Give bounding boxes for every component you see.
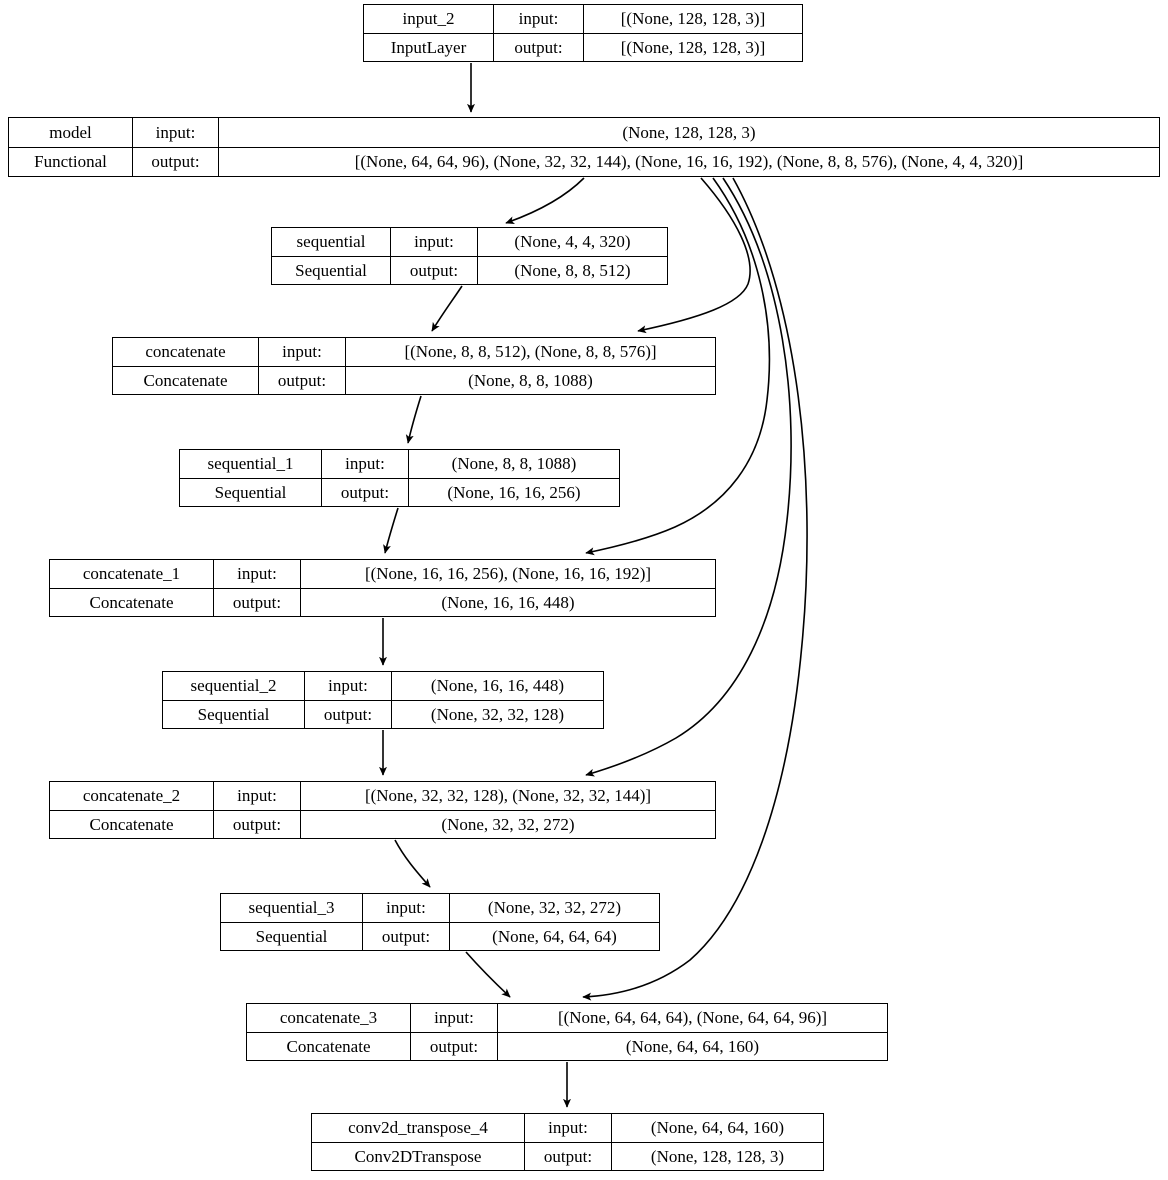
node-sequential-name: sequential xyxy=(272,228,391,256)
node-sequential_2-name: sequential_2 xyxy=(163,672,305,700)
node-sequential_1-name: sequential_1 xyxy=(180,450,322,478)
edge-sequential-concatenate xyxy=(431,285,463,332)
node-concatenate_3-output-shape: (None, 64, 64, 160) xyxy=(625,1036,760,1056)
node-model-input-label: input: xyxy=(133,118,219,147)
node-concatenate-input-label: input: xyxy=(259,338,346,366)
node-conv2d_transpose_4[interactable]: conv2d_transpose_4 input: (None, 64, 64,… xyxy=(311,1113,824,1171)
node-input_2[interactable]: input_2 input: [(None, 128, 128, 3)] Inp… xyxy=(363,4,803,62)
node-input_2-input-label: input: xyxy=(494,5,584,33)
node-sequential_2-output-shape: (None, 32, 32, 128) xyxy=(430,704,565,724)
node-sequential_2[interactable]: sequential_2 input: (None, 16, 16, 448) … xyxy=(162,671,604,729)
node-sequential_2-output-label: output: xyxy=(305,700,392,728)
node-sequential_3-name: sequential_3 xyxy=(221,894,363,922)
node-sequential-input-label: input: xyxy=(391,228,478,256)
node-sequential-output-label: output: xyxy=(391,256,478,284)
node-sequential_3-output-shape: (None, 64, 64, 64) xyxy=(492,926,617,946)
node-sequential_3-input-shape: (None, 32, 32, 272) xyxy=(487,898,622,918)
node-conv2d_transpose_4-input-shape: (None, 64, 64, 160) xyxy=(650,1118,785,1138)
node-sequential_3-input-label: input: xyxy=(363,894,450,922)
node-concatenate_2-output-shape: (None, 32, 32, 272) xyxy=(441,814,575,834)
node-input_2-output-shape: [(None, 128, 128, 3)] xyxy=(620,37,766,57)
node-sequential_1-input-shape: (None, 8, 8, 1088) xyxy=(451,454,577,474)
node-conv2d_transpose_4-class: Conv2DTranspose xyxy=(312,1142,525,1170)
node-concatenate-class: Concatenate xyxy=(113,366,259,394)
node-model-output-shape: [(None, 64, 64, 96), (None, 32, 32, 144)… xyxy=(354,152,1024,172)
node-concatenate-output-label: output: xyxy=(259,366,346,394)
node-sequential_1-input-label: input: xyxy=(322,450,409,478)
node-concatenate[interactable]: concatenate input: [(None, 8, 8, 512), (… xyxy=(112,337,716,395)
node-concatenate-input-shape: [(None, 8, 8, 512), (None, 8, 8, 576)] xyxy=(404,342,657,362)
node-concatenate_3-input-shape: [(None, 64, 64, 64), (None, 64, 64, 96)] xyxy=(557,1008,828,1028)
node-concatenate_3-class: Concatenate xyxy=(247,1032,411,1060)
node-concatenate-name: concatenate xyxy=(113,338,259,366)
edge-concatenate-sequential_1 xyxy=(405,395,422,444)
node-concatenate_1[interactable]: concatenate_1 input: [(None, 16, 16, 256… xyxy=(49,559,716,617)
node-sequential_1[interactable]: sequential_1 input: (None, 8, 8, 1088) S… xyxy=(179,449,620,507)
node-concatenate_2-input-shape: [(None, 32, 32, 128), (None, 32, 32, 144… xyxy=(364,786,652,806)
node-input_2-name: input_2 xyxy=(364,5,494,33)
node-concatenate-output-shape: (None, 8, 8, 1088) xyxy=(468,370,593,390)
node-sequential_1-output-shape: (None, 16, 16, 256) xyxy=(447,482,581,502)
edge-model-sequential xyxy=(505,177,585,225)
node-concatenate_1-name: concatenate_1 xyxy=(50,560,214,588)
node-input_2-output-label: output: xyxy=(494,33,584,61)
node-concatenate_2-input-label: input: xyxy=(214,782,301,810)
node-sequential_3-output-label: output: xyxy=(363,922,450,950)
node-conv2d_transpose_4-output-shape: (None, 128, 128, 3) xyxy=(650,1146,785,1166)
node-input_2-input-shape: [(None, 128, 128, 3)] xyxy=(620,9,766,29)
node-concatenate_3-input-label: input: xyxy=(411,1004,498,1032)
node-conv2d_transpose_4-output-label: output: xyxy=(525,1142,612,1170)
node-concatenate_1-class: Concatenate xyxy=(50,588,214,616)
edge-concatenate_2-sequential_3 xyxy=(394,839,431,888)
node-sequential-input-shape: (None, 4, 4, 320) xyxy=(514,232,631,252)
node-sequential-class: Sequential xyxy=(272,256,391,284)
node-model[interactable]: model input: (None, 128, 128, 3) Functio… xyxy=(8,117,1160,177)
node-sequential_3-class: Sequential xyxy=(221,922,363,950)
node-concatenate_1-input-label: input: xyxy=(214,560,301,588)
node-conv2d_transpose_4-name: conv2d_transpose_4 xyxy=(312,1114,525,1142)
node-concatenate_3-output-label: output: xyxy=(411,1032,498,1060)
node-concatenate_2[interactable]: concatenate_2 input: [(None, 32, 32, 128… xyxy=(49,781,716,839)
node-conv2d_transpose_4-input-label: input: xyxy=(525,1114,612,1142)
edge-sequential_3-concatenate_3 xyxy=(465,951,511,998)
node-model-input-shape: (None, 128, 128, 3) xyxy=(622,122,756,142)
node-sequential_3[interactable]: sequential_3 input: (None, 32, 32, 272) … xyxy=(220,893,660,951)
node-model-class: Functional xyxy=(9,147,133,176)
node-concatenate_2-output-label: output: xyxy=(214,810,301,838)
node-concatenate_2-class: Concatenate xyxy=(50,810,214,838)
node-concatenate_3[interactable]: concatenate_3 input: [(None, 64, 64, 64)… xyxy=(246,1003,888,1061)
node-model-name: model xyxy=(9,118,133,147)
node-sequential[interactable]: sequential input: (None, 4, 4, 320) Sequ… xyxy=(271,227,668,285)
node-concatenate_3-name: concatenate_3 xyxy=(247,1004,411,1032)
node-concatenate_2-name: concatenate_2 xyxy=(50,782,214,810)
node-model-output-label: output: xyxy=(133,147,219,176)
node-sequential_2-class: Sequential xyxy=(163,700,305,728)
node-sequential-output-shape: (None, 8, 8, 512) xyxy=(514,260,631,280)
node-sequential_1-class: Sequential xyxy=(180,478,322,506)
node-concatenate_1-output-label: output: xyxy=(214,588,301,616)
node-input_2-class: InputLayer xyxy=(364,33,494,61)
node-sequential_2-input-shape: (None, 16, 16, 448) xyxy=(430,676,565,696)
node-concatenate_1-input-shape: [(None, 16, 16, 256), (None, 16, 16, 192… xyxy=(364,564,652,584)
node-sequential_1-output-label: output: xyxy=(322,478,409,506)
node-concatenate_1-output-shape: (None, 16, 16, 448) xyxy=(441,592,575,612)
edge-sequential_1-concatenate_1 xyxy=(383,507,399,554)
node-sequential_2-input-label: input: xyxy=(305,672,392,700)
